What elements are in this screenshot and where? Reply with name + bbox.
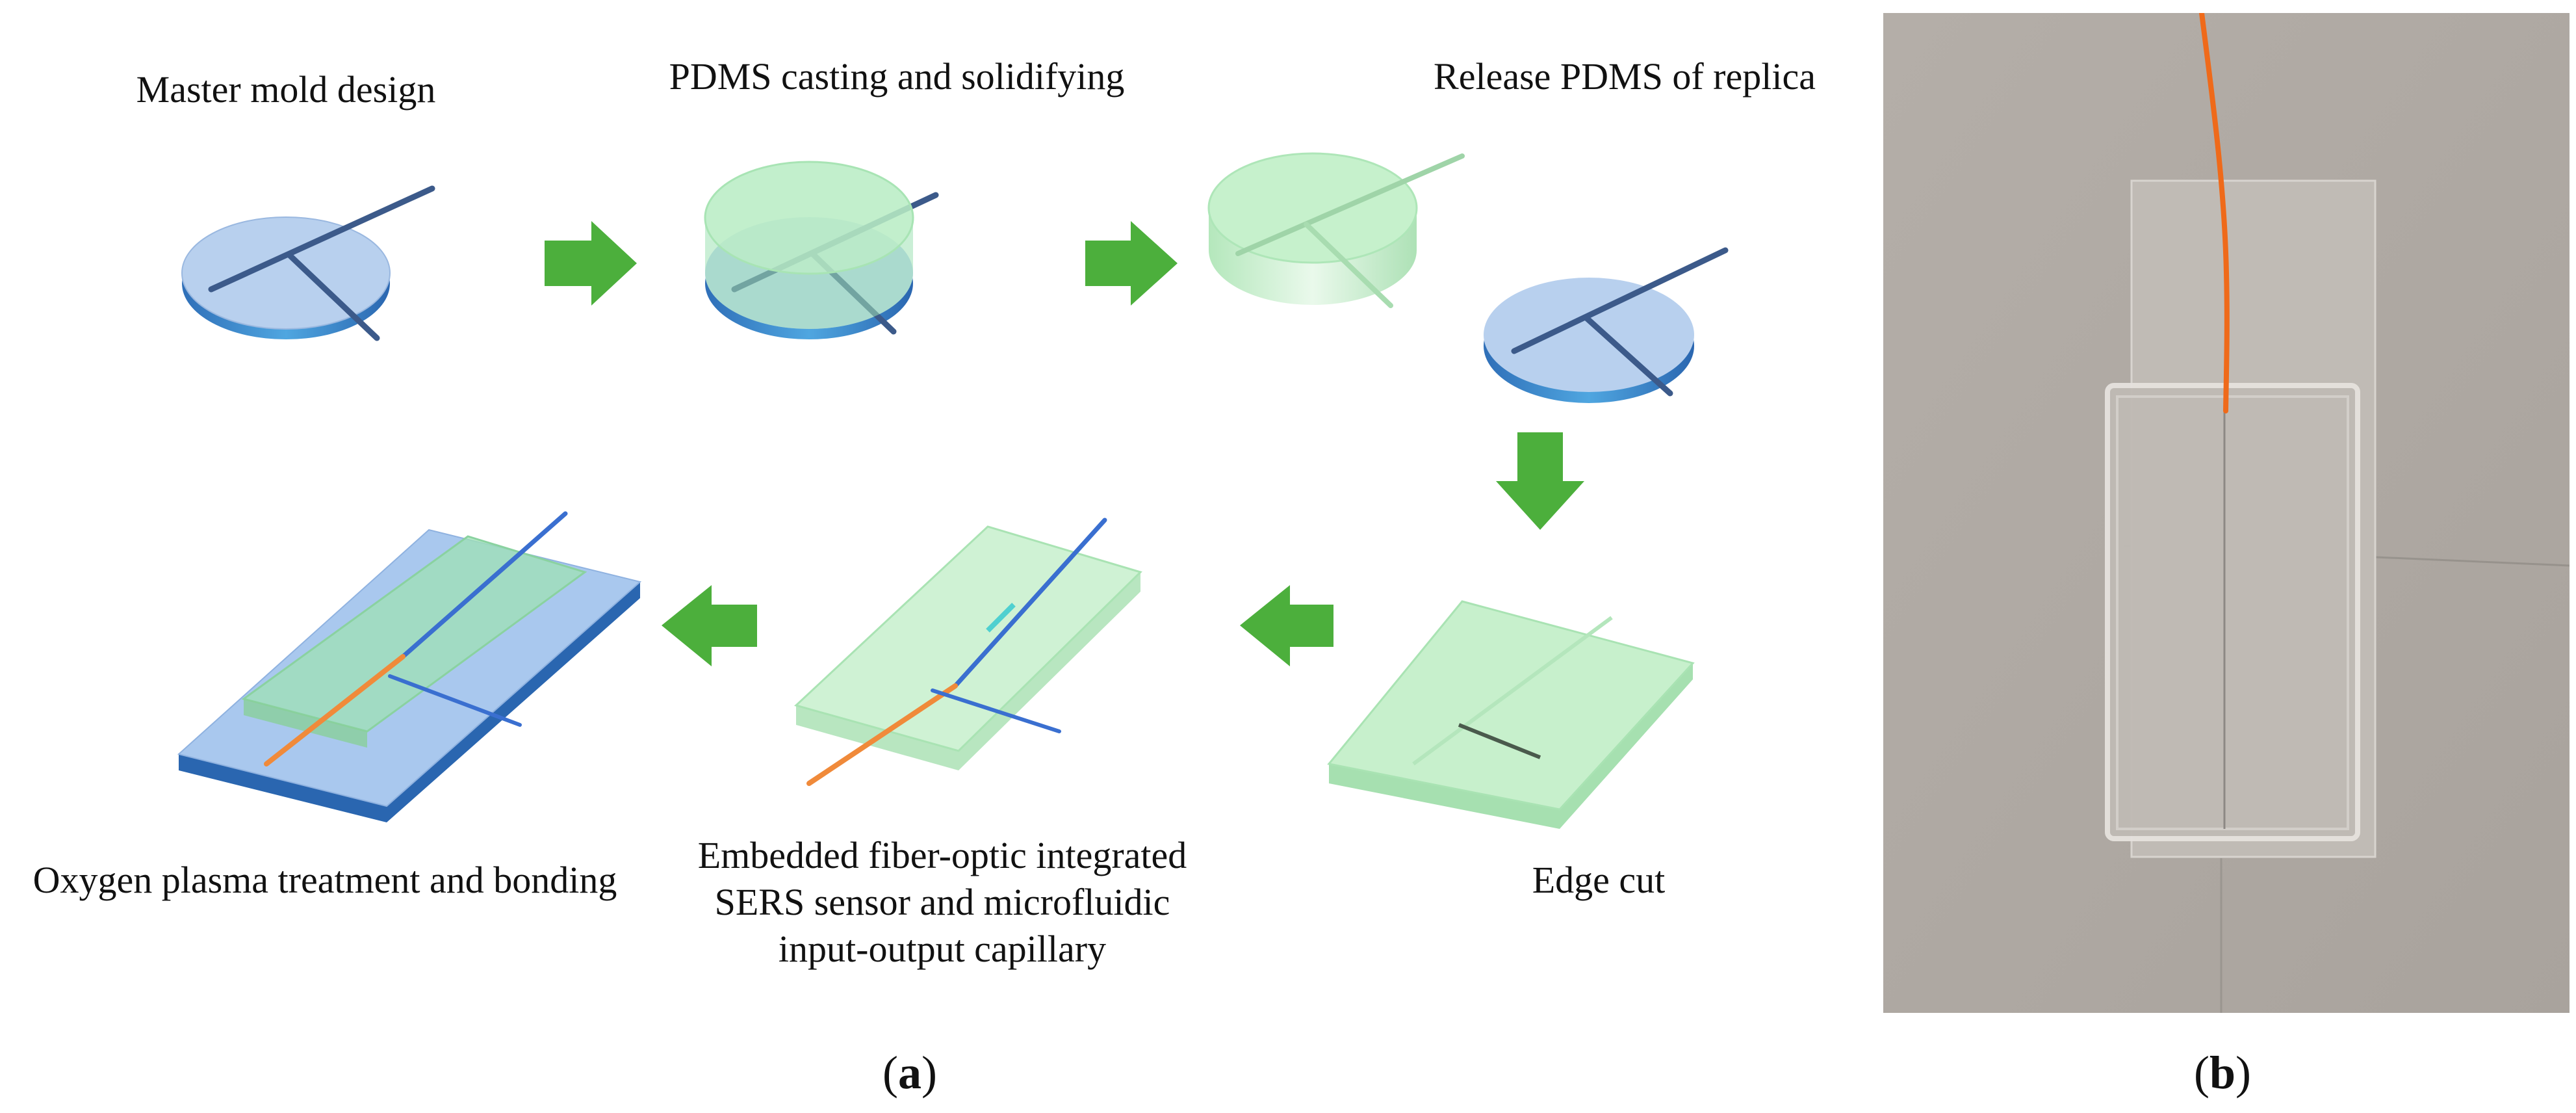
- step-label-pdms-casting: PDMS casting and solidifying: [669, 55, 1125, 98]
- fiber-optic-line: [806, 683, 958, 786]
- edge-cut-slab: [1327, 600, 1695, 829]
- embedded-sensor-slab: [794, 517, 1142, 786]
- arrow-right-icon: [1085, 221, 1178, 306]
- mold-channel-branch: [286, 252, 380, 341]
- arrow-left-icon: [1240, 585, 1333, 666]
- panel-a-diagram: [177, 152, 1729, 829]
- step-label-embedded: Embedded fiber-optic integrated SERS sen…: [697, 834, 1187, 970]
- master-mold-reuse: [1484, 247, 1729, 403]
- arrow-left-icon: [662, 585, 757, 666]
- step-label-edge-cut: Edge cut: [1532, 859, 1666, 901]
- arrow-right-icon: [545, 221, 637, 306]
- panel-b-photo: [1883, 13, 2570, 1013]
- mold-channel-main: [208, 185, 435, 293]
- capillary-line: [953, 517, 1107, 688]
- panel-a-letter: (a): [882, 1047, 937, 1099]
- panel-b-letter: (b): [2193, 1047, 2251, 1099]
- orange-fiber: [2199, 13, 2230, 413]
- bonded-chip: [177, 511, 642, 822]
- step-label-bonding: Oxygen plasma treatment and bonding: [32, 859, 617, 901]
- pdms-chip: [2105, 383, 2360, 841]
- step-label-release: Release PDMS of replica: [1434, 55, 1816, 98]
- pdms-casting-disc: [704, 161, 939, 339]
- step-label-master-mold: Master mold design: [136, 68, 436, 111]
- arrow-down-icon: [1496, 432, 1584, 530]
- master-mold-disc: [181, 185, 435, 341]
- pdms-replica: [1207, 152, 1465, 308]
